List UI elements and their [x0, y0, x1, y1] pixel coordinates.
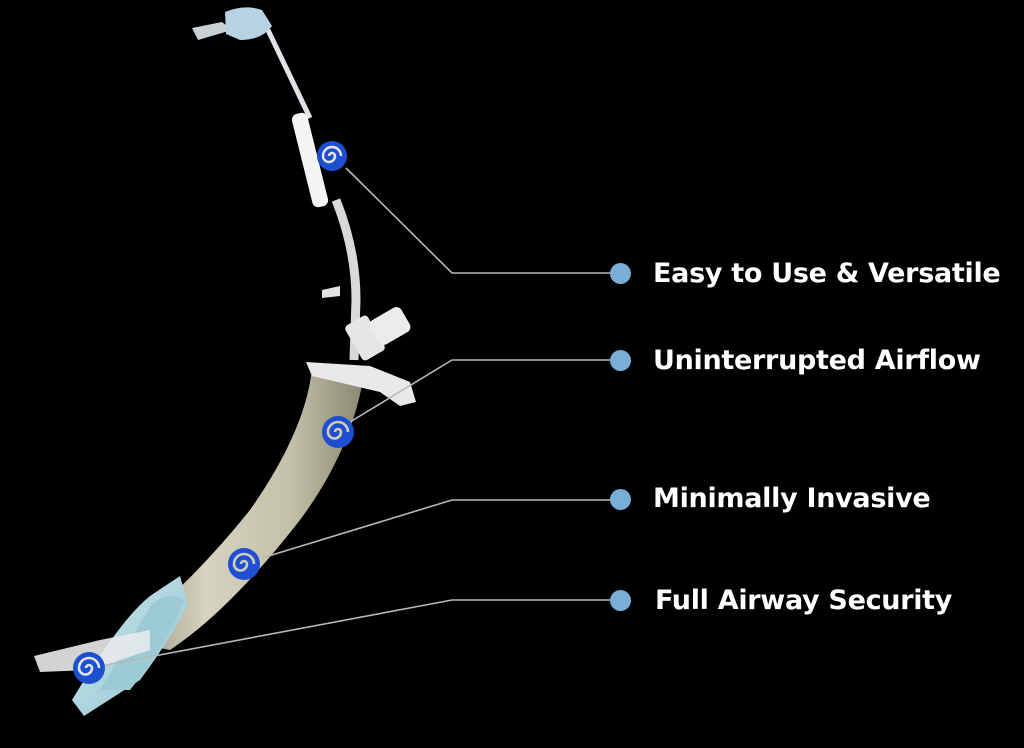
bullet-dot-2 [610, 350, 631, 371]
epiglottic-bar [34, 630, 150, 672]
bullet-dot-4 [610, 590, 631, 611]
inflation-line [331, 198, 361, 361]
feature-label-minimally-invasive: Minimally Invasive [653, 483, 931, 514]
spiral-marker-icon [317, 141, 347, 171]
bullet-dot-1 [610, 263, 631, 284]
connector-line-1 [345, 167, 621, 274]
tube-flange [306, 362, 416, 406]
feature-label-easy-to-use: Easy to Use & Versatile [653, 258, 1001, 289]
feature-label-full-airway-security: Full Airway Security [655, 585, 953, 616]
valve-port [322, 286, 411, 361]
feature-label-uninterrupted-airflow: Uninterrupted Airflow [653, 345, 981, 376]
callout-connectors [89, 167, 621, 669]
connector-line-2 [349, 359, 621, 423]
bullet-dot-3 [610, 489, 631, 510]
spiral-marker-icon [228, 548, 260, 580]
main-tube [120, 368, 364, 650]
spiral-marker-icon [73, 652, 105, 684]
spiral-marker-icon [322, 416, 354, 448]
connector-line-4 [89, 599, 621, 669]
pilot-balloon-connector [192, 7, 329, 208]
connector-line-3 [261, 499, 621, 559]
